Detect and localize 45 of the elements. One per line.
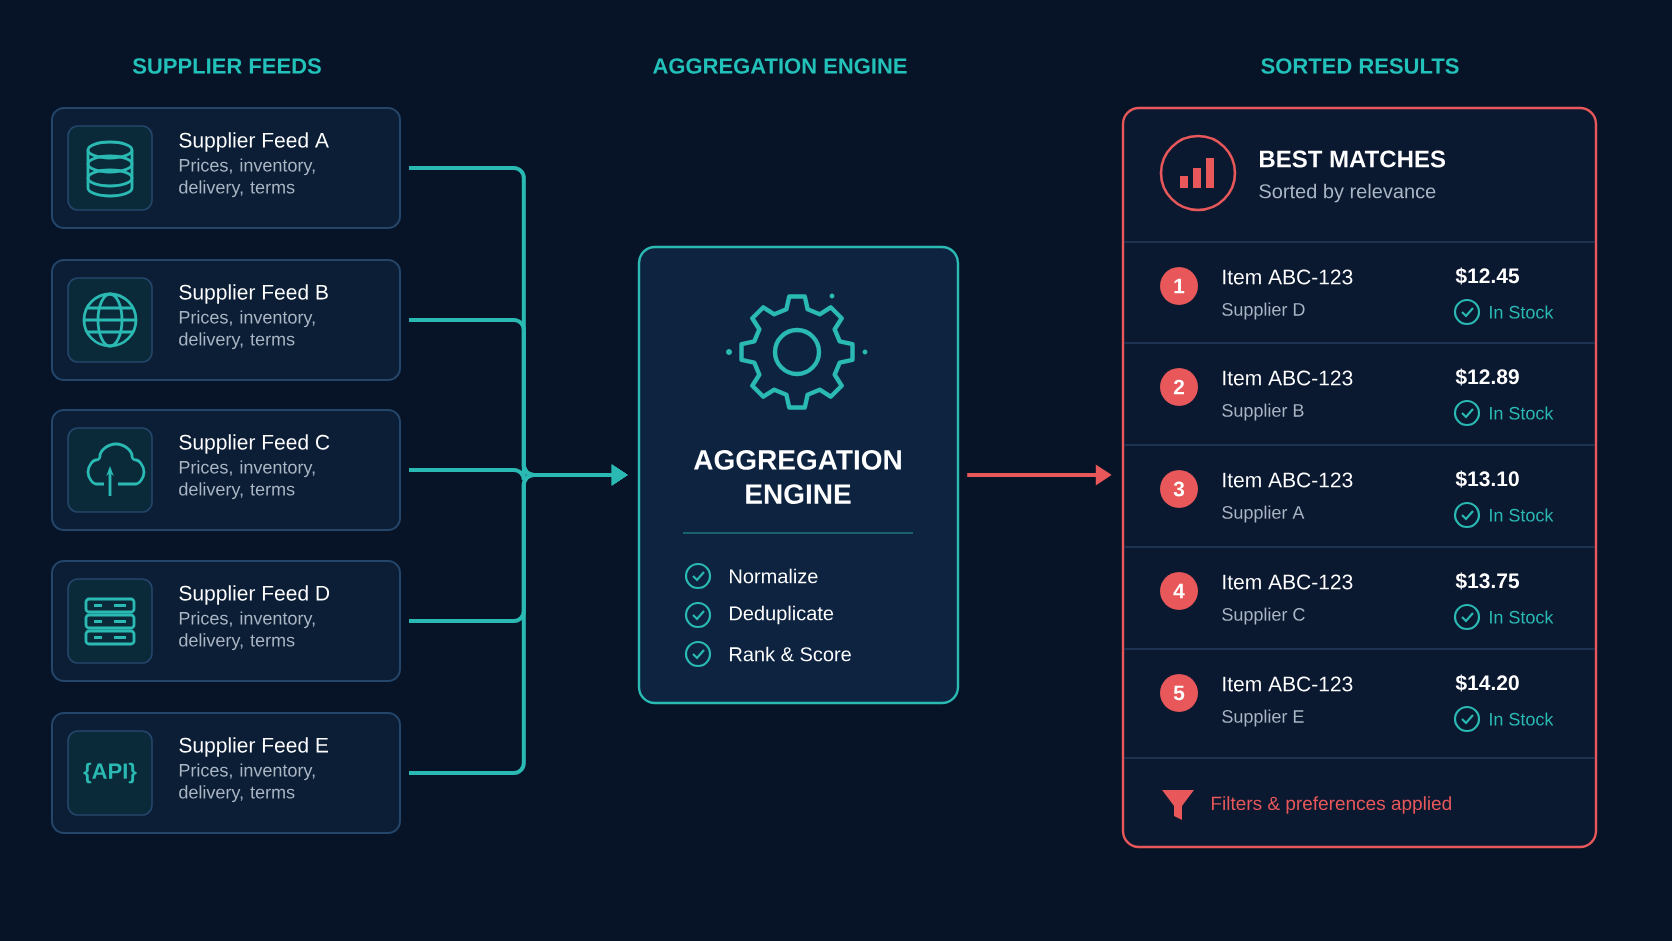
feed-description: Prices, inventory, delivery, terms — [179, 611, 315, 651]
stock-status: In Stock — [1490, 712, 1554, 726]
panel-subtitle: Sorted by relevance — [1259, 183, 1436, 203]
price: $13.75 — [1455, 572, 1519, 590]
item-name: Item ABC-123 — [1223, 676, 1353, 692]
rank-badge: 5 — [1160, 674, 1198, 712]
item-name: Item ABC-123 — [1223, 472, 1353, 488]
stock-status: In Stock — [1490, 610, 1554, 624]
price: $14.20 — [1455, 674, 1519, 692]
price: $12.89 — [1455, 368, 1519, 386]
price: $13.10 — [1455, 470, 1519, 488]
rank-badge: 3 — [1160, 470, 1198, 508]
stock-status: In Stock — [1490, 305, 1554, 319]
feed-description: Prices, inventory, delivery, terms — [179, 310, 315, 350]
item-name: Item ABC-123 — [1223, 574, 1353, 590]
supplier-name: Supplier D — [1222, 302, 1305, 320]
checklist-item: Rank & Score — [730, 646, 851, 662]
feed-description: Prices, inventory, delivery, terms — [179, 763, 315, 803]
feed-title: Supplier Feed A — [179, 132, 329, 152]
item-name: Item ABC-123 — [1223, 269, 1353, 285]
rank-badge: 4 — [1160, 572, 1198, 610]
column-heading: SUPPLIER FEEDS — [132, 58, 321, 74]
item-name: Item ABC-123 — [1223, 370, 1353, 386]
supplier-name: Supplier B — [1222, 403, 1304, 421]
rank-badge: 1 — [1160, 267, 1198, 305]
stock-status: In Stock — [1490, 508, 1554, 522]
feed-title: Supplier Feed D — [179, 585, 330, 605]
engine-title: AGGREGATION ENGINE — [693, 450, 901, 504]
price: $12.45 — [1455, 267, 1519, 285]
feed-title: Supplier Feed C — [179, 434, 330, 454]
column-heading: SORTED RESULTS — [1261, 58, 1459, 74]
supplier-name: Supplier C — [1222, 607, 1305, 625]
feed-title: Supplier Feed B — [179, 284, 328, 304]
feed-title: Supplier Feed E — [179, 737, 329, 757]
supplier-name: Supplier A — [1222, 505, 1305, 523]
footer-note: Filters & preferences applied — [1212, 796, 1451, 814]
feed-description: Prices, inventory, delivery, terms — [179, 460, 315, 500]
supplier-name: Supplier E — [1222, 709, 1304, 727]
checklist-item: Deduplicate — [730, 605, 834, 625]
rank-badge: 2 — [1160, 368, 1198, 406]
feed-description: Prices, inventory, delivery, terms — [179, 158, 315, 198]
stock-status: In Stock — [1490, 406, 1554, 420]
column-heading: AGGREGATION ENGINE — [653, 58, 907, 74]
panel-title: BEST MATCHES — [1260, 150, 1445, 168]
checklist-item: Normalize — [730, 568, 818, 584]
